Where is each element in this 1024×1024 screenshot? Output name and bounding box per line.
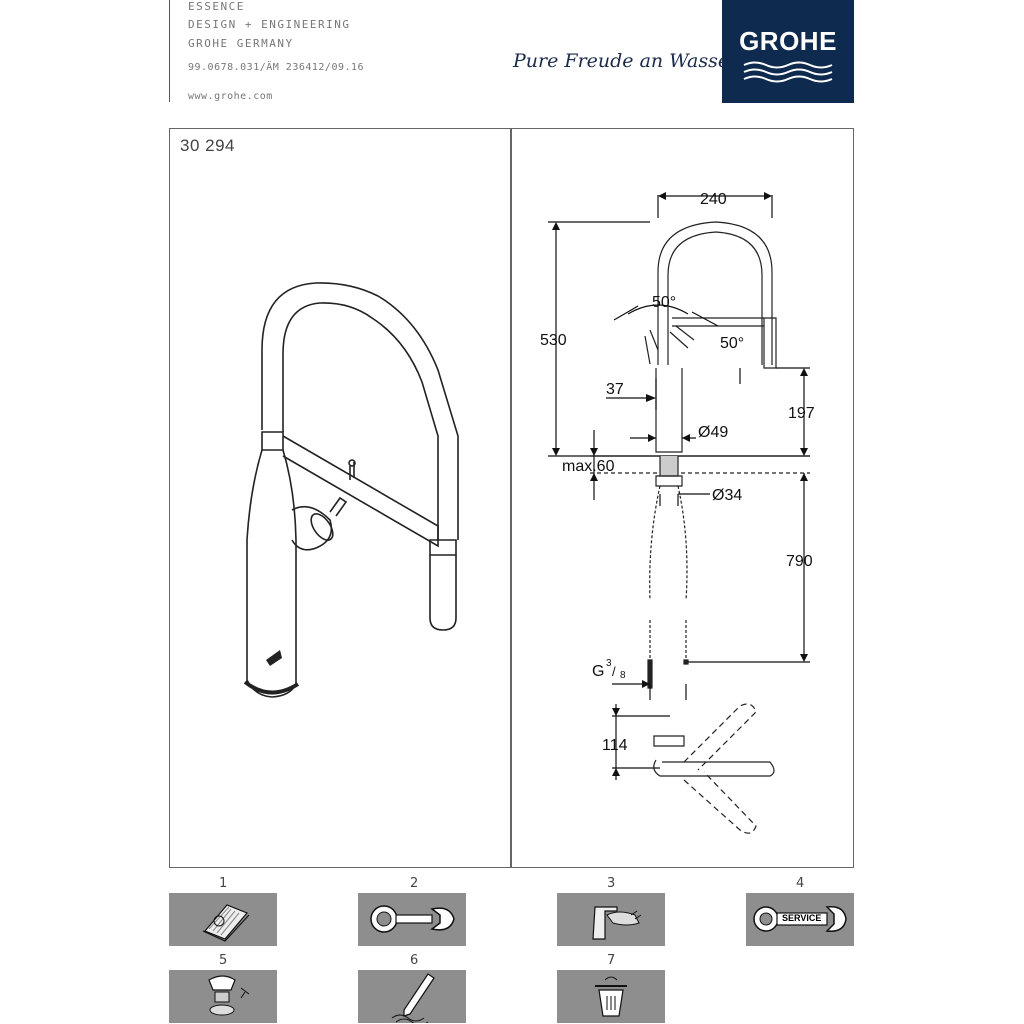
dim-offset-37: 37: [606, 381, 624, 398]
dim-height-197: 197: [788, 405, 815, 422]
header-line-website: www.grohe.com: [188, 91, 273, 102]
step-1-tile: [169, 893, 277, 946]
step-4-number: 4: [796, 876, 805, 891]
service-wrench-icon: [753, 906, 847, 932]
dim-lever-114: 114: [602, 737, 628, 754]
dim-length-790: 790: [786, 553, 813, 570]
cartridge-icon: [208, 975, 250, 1016]
dim-diameter-49: Ø49: [698, 424, 728, 441]
dim-thread-denominator: 8: [620, 670, 626, 681]
step-5-number: 5: [219, 953, 228, 968]
dim-angle-left: 50°: [652, 294, 676, 311]
dim-height-530: 530: [540, 332, 567, 349]
svg-text:/: /: [612, 664, 616, 679]
header-line-company: GROHE GERMANY: [188, 37, 294, 50]
dim-thread-g: G: [592, 663, 604, 680]
step-6-number: 6: [410, 953, 419, 968]
manual-booklet-icon: [202, 904, 250, 942]
brand-slogan: Pure Freude an Wasser: [513, 50, 739, 72]
dim-diameter-34: Ø34: [712, 487, 742, 504]
frame-divider: [510, 128, 512, 868]
step-3-tile: [557, 893, 665, 946]
logo-text: GROHE: [739, 26, 837, 56]
header-line-docnumber: 99.0678.031/ÄM 236412/09.16: [188, 62, 365, 73]
drawing-frame: [169, 128, 854, 868]
step-4-tile: SERVICE: [746, 893, 854, 946]
step-2-number: 2: [410, 876, 419, 891]
pen-signature-icon: [391, 973, 435, 1023]
faucet-dimension-drawing: [548, 192, 810, 834]
faucet-perspective-illustration: [243, 282, 459, 698]
step-6-tile: [358, 970, 466, 1023]
step-7-number: 7: [607, 953, 616, 968]
step-2-tile: [358, 893, 466, 946]
header-divider: [169, 0, 170, 102]
step-7-tile: [557, 970, 665, 1023]
header-line-design: DESIGN + ENGINEERING: [188, 18, 351, 31]
grohe-logo: GROHE: [722, 0, 854, 103]
header-line-collection: ESSENCE: [188, 0, 245, 13]
dim-angle-right: 50°: [720, 335, 744, 352]
service-label: SERVICE: [782, 913, 822, 923]
logo-waves-icon: [743, 61, 833, 83]
step-1-number: 1: [219, 876, 228, 891]
wrench-icon: [370, 905, 455, 933]
recycle-bin-icon: [595, 976, 627, 1017]
step-3-number: 3: [607, 876, 616, 891]
dim-max-60: max.60: [562, 458, 615, 475]
step-5-tile: [169, 970, 277, 1023]
hand-cleaning-icon: [592, 906, 642, 940]
model-number: 30 294: [180, 136, 235, 155]
dim-thread-numerator: 3: [606, 658, 612, 669]
dim-width-240: 240: [700, 191, 727, 208]
